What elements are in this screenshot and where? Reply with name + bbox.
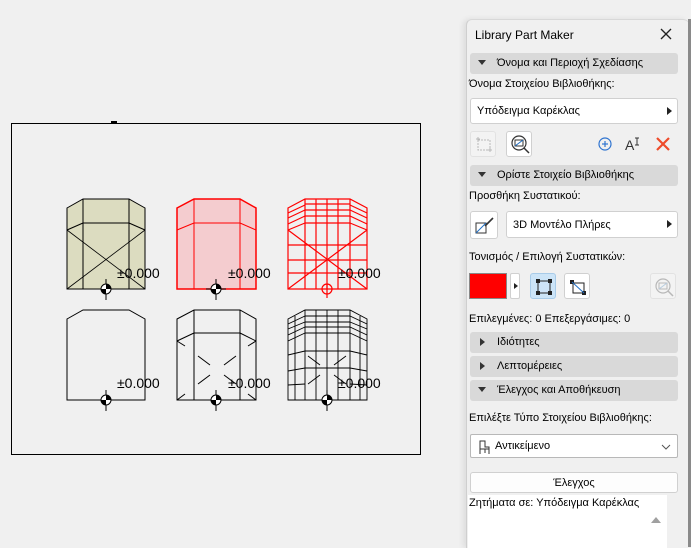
panel-border [688,19,691,547]
frame-handle[interactable] [111,121,117,124]
part-type-select[interactable]: Αντικείμενο [470,434,678,458]
chevron-right-icon [480,362,485,370]
elevation-label: ±0.000 [228,265,271,281]
edit-frame-icon [570,280,586,295]
add-circle-icon [598,137,612,151]
chair-icon [479,440,490,454]
draw-component-icon [475,217,494,234]
issues-output[interactable]: Ζητήματα σε: Υπόδειγμα Καρέκλας [468,495,667,548]
library-part-name-value: Υπόδειγμα Καρέκλας [477,105,580,117]
add-button[interactable] [592,131,618,157]
section-name-and-area[interactable]: Όνομα και Περιοχή Σχεδίασης [470,53,678,74]
library-part-maker-panel: Library Part Maker Όνομα και Περιοχή Σχε… [466,19,689,548]
part-type-label: Επιλέξτε Τύπο Στοιχείου Βιβλιοθήκης: [469,412,652,424]
view-solid-highlighted [176,198,257,290]
text-button[interactable]: A [620,131,646,157]
delete-icon [656,137,670,151]
issues-text: Ζητήματα σε: Υπόδειγμα Καρέκλας [469,497,640,509]
elevation-label: ±0.000 [228,375,271,391]
chair-views-drawing [66,198,368,411]
panel-title: Library Part Maker [475,28,574,42]
add-component-label: Προσθήκη Συστατικού: [469,190,581,202]
zoom-component-button[interactable] [650,273,676,299]
marquee-icon [476,137,492,152]
section-properties[interactable]: Ιδιότητες [470,332,678,353]
chevron-right-icon [514,283,518,289]
select-component-button[interactable] [530,273,556,299]
chevron-right-icon [667,107,672,115]
section-title: Ορίστε Στοιχείο Βιβλιοθήκης [497,169,634,181]
view-wireframe [287,309,368,401]
marquee-button[interactable] [470,131,496,157]
view-outline [66,309,146,401]
check-button[interactable]: Έλεγχος [470,472,678,493]
add-component-select[interactable]: 3D Μοντέλο Πλήρες [506,211,678,238]
add-component-value: 3D Μοντέλο Πλήρες [513,219,611,231]
view-wireframe-highlighted [287,198,368,298]
text-cursor-icon: A [625,137,639,153]
section-define-part[interactable]: Ορίστε Στοιχείο Βιβλιοθήκης [470,165,678,186]
elevation-label: ±0.000 [117,375,160,391]
highlight-label: Τονισμός / Επιλογή Συστατικών: [469,251,626,263]
section-title: Λεπτομέρειες [497,360,563,372]
section-title: Ιδιότητες [497,336,540,348]
close-button[interactable] [657,25,675,43]
section-title: Έλεγχος και Αποθήκευση [497,384,621,396]
edit-component-button[interactable] [564,273,590,299]
elevation-label: ±0.000 [338,375,381,391]
chevron-down-icon [661,444,671,450]
selection-status: Επιλεγμένες: 0 Επεξεργάσιμες: 0 [469,313,631,325]
library-part-name-label: Όνομα Στοιχείου Βιβλιοθήκης: [469,78,615,90]
zoom-preview-icon [655,278,674,297]
library-part-name-field[interactable]: Υπόδειγμα Καρέκλας [470,98,678,124]
highlight-color-swatch[interactable] [469,273,507,299]
check-button-label: Έλεγχος [553,477,595,489]
drawing-canvas[interactable]: ±0.000 ±0.000 ±0.000 ±0.000 ±0.000 ±0.00… [0,0,466,547]
draw-component-button[interactable] [470,211,498,239]
chevron-down-icon [478,60,486,65]
section-check-save[interactable]: Έλεγχος και Αποθήκευση [470,380,678,401]
close-icon [660,28,672,40]
section-title: Όνομα και Περιοχή Σχεδίασης [497,57,644,69]
chevron-down-icon [478,387,486,392]
select-frame-icon [536,279,552,295]
zoom-preview-icon [511,135,530,154]
delete-button[interactable] [650,131,676,157]
zoom-preview-button[interactable] [506,131,532,157]
view-outline-dashed [176,309,257,401]
panel-title-bar[interactable]: Library Part Maker [467,20,689,50]
chevron-down-icon [478,172,486,177]
svg-text:A: A [625,137,635,153]
view-solid-filled [66,198,146,290]
elevation-label: ±0.000 [338,265,381,281]
section-details[interactable]: Λεπτομέρειες [470,356,678,377]
part-type-value: Αντικείμενο [495,440,551,452]
elevation-label: ±0.000 [117,265,160,281]
drawing-frame [11,123,421,455]
color-dropdown-button[interactable] [510,273,520,299]
chevron-right-icon [480,338,485,346]
hotspot-markers [99,279,333,411]
chevron-right-icon [667,220,672,228]
scroll-up-icon[interactable] [651,517,661,523]
